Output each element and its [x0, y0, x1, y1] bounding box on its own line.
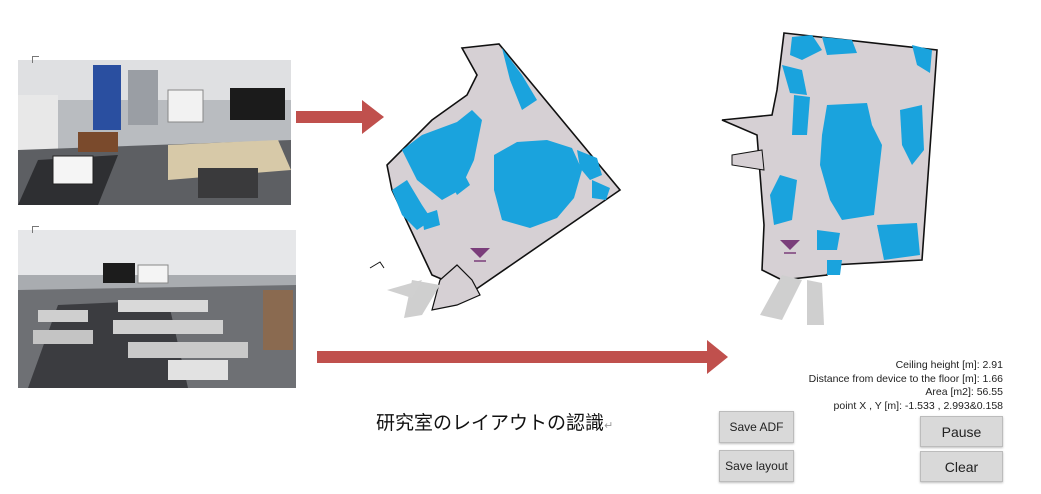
point-xy-text: point X , Y [m]: -1.533 , 2.993&0.158: [833, 399, 1003, 412]
save-adf-button[interactable]: Save ADF: [719, 411, 794, 443]
layout-map-aligned: [721, 32, 938, 325]
area-text: Area [m2]: 56.55: [925, 386, 1003, 398]
lab-photo-bottom: [18, 230, 296, 388]
arrow-right-icon: [317, 340, 728, 374]
arrow-right-icon: [296, 100, 384, 134]
pause-button[interactable]: Pause: [920, 416, 1003, 447]
caption: 研究室のレイアウトの認識↵: [376, 408, 613, 435]
measurement-readout: Ceiling height [m]: 2.91 Distance from d…: [809, 359, 1003, 413]
anchor-mark: [32, 226, 39, 233]
device-floor-distance-text: Distance from device to the floor [m]: 1…: [808, 372, 1003, 385]
ceiling-height-text: Ceiling height [m]: 2.91: [895, 359, 1003, 371]
return-mark-icon: ↵: [604, 419, 614, 432]
anchor-mark: [32, 56, 39, 63]
save-layout-button[interactable]: Save layout: [719, 450, 794, 482]
clear-button[interactable]: Clear: [920, 451, 1003, 482]
lab-photo-top: [18, 60, 291, 205]
caption-text: 研究室のレイアウトの認識: [376, 412, 605, 434]
layout-map-rotated: [369, 43, 622, 318]
